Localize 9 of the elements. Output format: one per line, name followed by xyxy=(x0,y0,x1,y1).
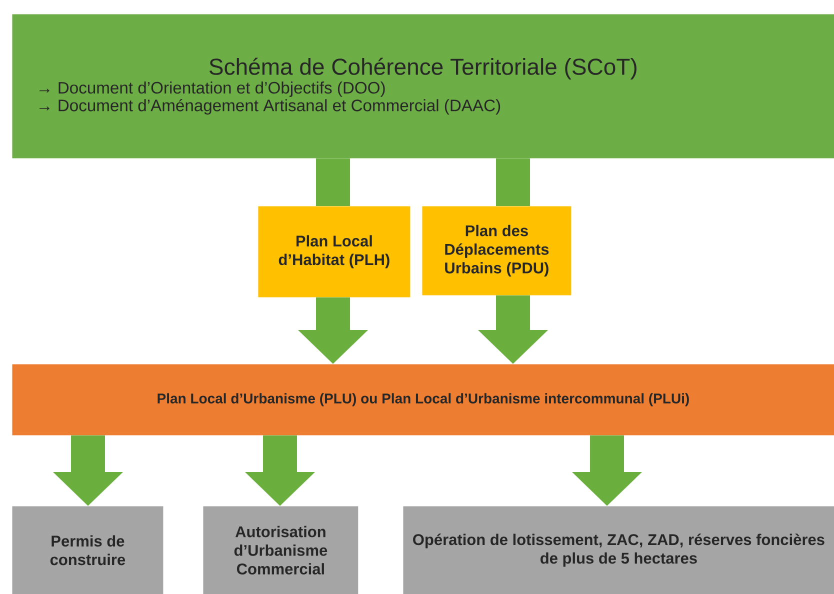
header-box: Schéma de Cohérence Territoriale (SCoT) → Document d’Orientation et d’Objectifs (DOO) → Document d’Aménagement Artisanal et Commercial (DAAC) xyxy=(12,14,834,158)
process-box: Plan Local d’Habitat (PLH) xyxy=(258,206,410,298)
process-box: Plan des Déplacements Urbains (PDU) xyxy=(422,206,572,296)
connector-bar xyxy=(316,158,350,206)
process-band: Plan Local d’Urbanisme (PLU) ou Plan Local d’Urbanisme intercommunal (PLUi) xyxy=(12,364,834,436)
result-box: Permis de construire xyxy=(12,506,164,594)
result-box: Autorisation d’Urbanisme Commercial xyxy=(203,506,358,594)
connector-bar xyxy=(496,158,530,206)
result-box: Opération de lotissement, ZAC, ZAD, réserves foncières de plus de 5 hectares xyxy=(403,506,834,594)
